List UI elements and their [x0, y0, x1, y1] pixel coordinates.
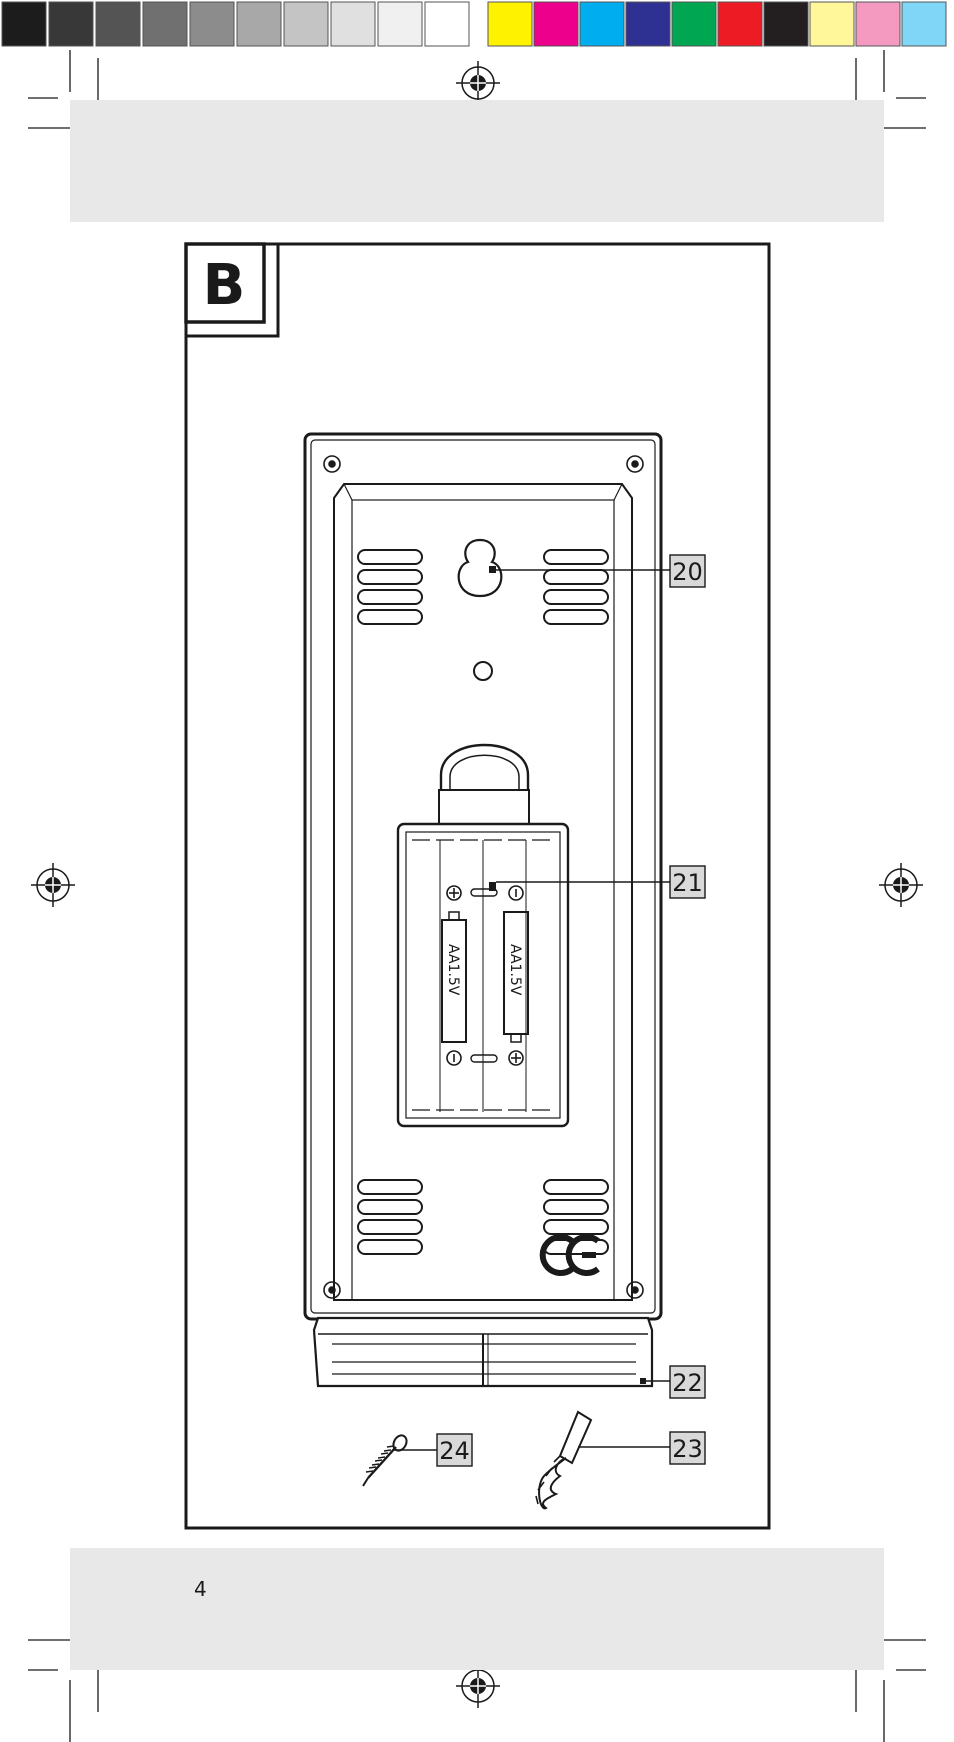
- battery-label: AA1.5V: [507, 944, 523, 996]
- callout-21: 21: [670, 866, 705, 898]
- color-swatch: [718, 2, 762, 46]
- color-swatch: [810, 2, 854, 46]
- screw-icon: [363, 1433, 409, 1486]
- registration-mark-icon: [31, 863, 75, 907]
- color-swatch: [2, 2, 46, 46]
- color-swatch: [902, 2, 946, 46]
- callout-22: 22: [670, 1366, 705, 1398]
- color-swatch: [856, 2, 900, 46]
- svg-text:24: 24: [439, 1437, 470, 1465]
- callout-23: 23: [670, 1432, 705, 1464]
- color-swatch: [237, 2, 281, 46]
- callout-20: 20: [670, 555, 705, 587]
- svg-text:20: 20: [672, 558, 703, 586]
- stand: [314, 1318, 652, 1386]
- page-number: 4: [194, 1577, 207, 1601]
- color-swatch: [488, 2, 532, 46]
- footer-band: [70, 1548, 884, 1670]
- svg-text:23: 23: [672, 1435, 703, 1463]
- color-swatch: [284, 2, 328, 46]
- color-swatch: [580, 2, 624, 46]
- color-swatch: [331, 2, 375, 46]
- registration-mark-icon: [879, 863, 923, 907]
- svg-text:21: 21: [672, 869, 703, 897]
- color-swatch: [49, 2, 93, 46]
- registration-mark-icon: [456, 1664, 500, 1708]
- color-swatch: [96, 2, 140, 46]
- color-swatch: [534, 2, 578, 46]
- figure-letter: B: [203, 253, 246, 318]
- svg-text:22: 22: [672, 1369, 703, 1397]
- color-swatch: [190, 2, 234, 46]
- color-swatch: [672, 2, 716, 46]
- color-swatch: [143, 2, 187, 46]
- color-swatch: [764, 2, 808, 46]
- header-band: [70, 100, 884, 222]
- color-swatch: [425, 2, 469, 46]
- battery-label: AA1.5V: [445, 944, 461, 996]
- registration-mark-icon: [456, 61, 500, 105]
- color-swatch: [378, 2, 422, 46]
- color-swatch: [626, 2, 670, 46]
- color-calibration-bar: [2, 2, 946, 46]
- wall-plug-icon: [536, 1412, 591, 1508]
- callout-24: 24: [437, 1434, 472, 1466]
